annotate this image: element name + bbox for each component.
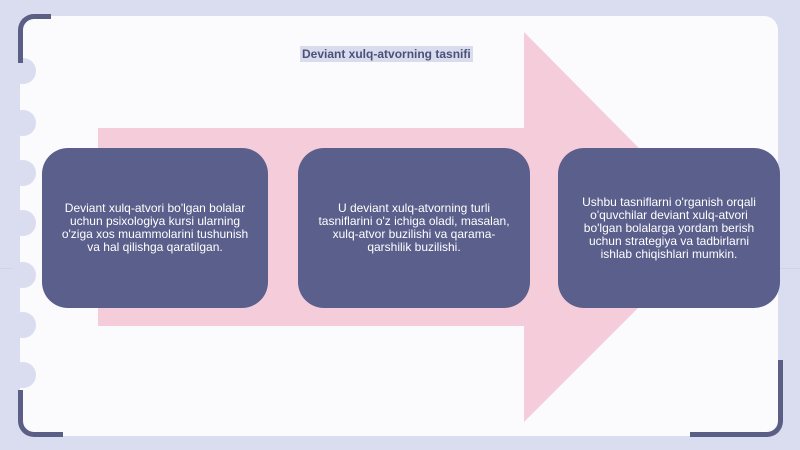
- corner-bracket-top-left: [18, 14, 51, 63]
- corner-bracket-bottom-right: [690, 360, 783, 437]
- slide-title: Deviant xulq-atvorning tasnifi: [300, 46, 473, 62]
- step-box-1: Deviant xulq-atvori bo'lgan bolalar uchu…: [42, 148, 268, 308]
- binder-hole: [10, 210, 36, 236]
- binder-hole: [10, 362, 36, 388]
- binder-hole: [10, 160, 36, 186]
- step-box-text: Ushbu tasniflarni o'rganish orqali o'quv…: [582, 194, 756, 261]
- binder-hole: [10, 312, 36, 338]
- step-box-text: U deviant xulq-atvorning turli tasniflar…: [318, 201, 510, 254]
- corner-bracket-bottom-left: [18, 390, 63, 437]
- step-box-3: Ushbu tasniflarni o'rganish orqali o'quv…: [558, 148, 780, 308]
- step-box-2: U deviant xulq-atvorning turli tasniflar…: [298, 148, 530, 308]
- binder-hole: [10, 262, 36, 288]
- binder-hole: [10, 110, 36, 136]
- step-box-text: Deviant xulq-atvori bo'lgan bolalar uchu…: [61, 201, 249, 254]
